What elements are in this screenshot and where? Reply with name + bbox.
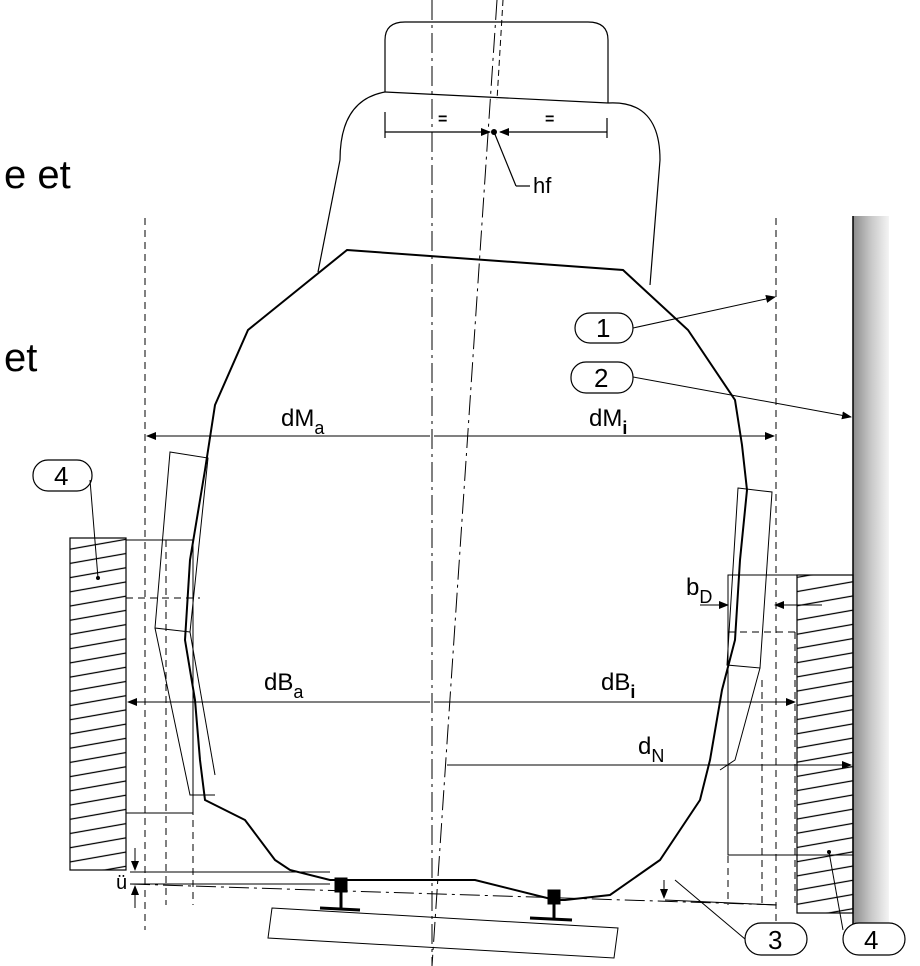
callout-4-right: 4 bbox=[828, 851, 906, 956]
callout-2: 2 bbox=[570, 361, 852, 420]
reference-lines bbox=[144, 0, 777, 966]
equal-mark: = bbox=[438, 111, 447, 128]
vehicle-body-outline bbox=[183, 248, 749, 901]
left-side-panels bbox=[125, 451, 216, 905]
track bbox=[129, 848, 781, 959]
label-hf: hf bbox=[533, 173, 552, 198]
wall bbox=[853, 216, 889, 928]
label-dMi: dMi bbox=[589, 405, 627, 438]
label-dBa: dBa bbox=[264, 669, 304, 702]
left-platform bbox=[69, 537, 127, 871]
label-u: ü bbox=[116, 872, 127, 894]
callout-3: 3 bbox=[674, 879, 808, 956]
label-dBi: dBi bbox=[601, 669, 635, 702]
cropped-text-fragment: et bbox=[4, 336, 38, 380]
svg-text:1: 1 bbox=[596, 313, 610, 343]
equal-mark: = bbox=[545, 111, 554, 128]
svg-text:4: 4 bbox=[54, 461, 68, 491]
svg-text:3: 3 bbox=[768, 925, 782, 955]
callout-1: 1 bbox=[574, 295, 776, 344]
label-bD: bD bbox=[686, 574, 712, 607]
right-platform bbox=[796, 574, 854, 914]
pantograph bbox=[317, 21, 661, 286]
label-dN: dN bbox=[638, 733, 664, 766]
svg-text:2: 2 bbox=[594, 363, 608, 393]
cropped-text-fragment: e et bbox=[4, 153, 71, 197]
label-dMa: dMa bbox=[281, 405, 325, 438]
dimension-lines bbox=[127, 432, 852, 769]
callout-4-left: 4 bbox=[32, 459, 99, 579]
svg-text:4: 4 bbox=[864, 925, 878, 955]
